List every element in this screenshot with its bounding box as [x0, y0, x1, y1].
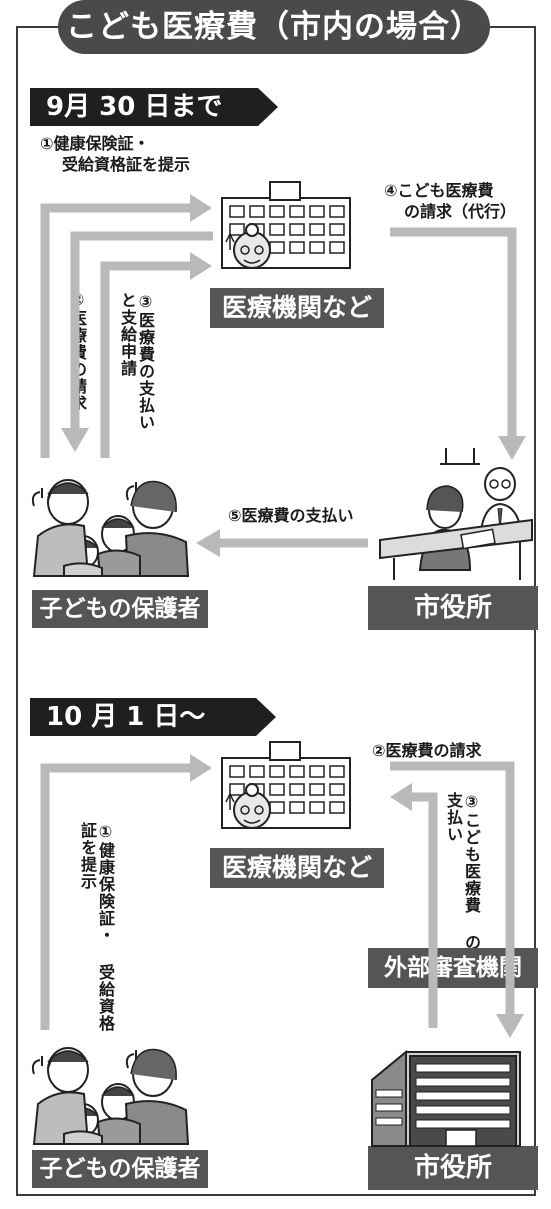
step3-after-line1: ③こども医療費: [462, 792, 481, 914]
step1-before-line1: ①健康保険証・: [40, 134, 150, 153]
date-banner-after: 10 月 1 日～: [30, 698, 276, 736]
hospital-illustration-after: [221, 741, 351, 829]
arrowhead-step5-before: [196, 529, 220, 557]
step2-after: ②医療費の請求: [372, 741, 482, 760]
family-illustration-after: [31, 1047, 189, 1145]
step4-before-line2: の請求（代行）: [404, 202, 517, 221]
arrowhead-step2-after: [496, 1014, 524, 1038]
arrowhead-step3-after: [390, 783, 412, 811]
city-building-illustration: [371, 1049, 521, 1147]
step1-after: ①健康保険証・ 受給資格証を提示: [78, 822, 115, 1032]
hospital-illustration-before: [221, 181, 351, 269]
step3-before-line1: ③医療費の支払い: [136, 292, 155, 431]
step3-before: ③医療費の支払い と支給申請: [118, 292, 155, 442]
arrow-step1-before: [40, 203, 190, 458]
guardian-label-after: 子どもの保護者: [32, 1150, 208, 1188]
city-counter-illustration: [379, 448, 533, 580]
step3-after-line2: の支払い: [444, 792, 481, 951]
step3-before-line2: と支給申請: [118, 292, 137, 377]
hospital-label-after: 医療機関など: [210, 848, 384, 888]
step1-before-line2: 受給資格証を提示: [62, 155, 191, 174]
arrow-step3-before: [100, 261, 190, 458]
diagram-title: こども医療費（市内の場合）: [58, 0, 490, 54]
guardian-label-before: 子どもの保護者: [32, 590, 208, 628]
step4-before: ④こども医療費 の請求（代行）: [384, 180, 516, 222]
family-illustration-before: [31, 479, 189, 577]
arrowhead-step1-after: [190, 754, 212, 782]
city-hall-label-after: 市役所: [368, 1146, 538, 1190]
arrow-step3-after: [412, 792, 438, 1028]
date-banner-before: 9月 30 日まで: [30, 88, 278, 126]
step3-after: ③こども医療費 の支払い: [444, 792, 481, 952]
arrowhead-step1-before: [190, 194, 212, 222]
arrow-step1-after: [40, 763, 190, 1030]
arrowhead-step4-before: [498, 436, 526, 460]
arrow-step2-before: [70, 231, 213, 428]
arrow-step2-after: [390, 761, 515, 1014]
step4-before-line1: ④こども医療費: [384, 181, 494, 200]
step5-before: ⑤医療費の支払い: [228, 506, 354, 525]
arrowhead-step2-before: [61, 428, 89, 452]
arrow-step4-before: [390, 227, 517, 436]
step1-after-line1: ①健康保険証・: [96, 822, 115, 944]
hospital-label-before: 医療機関など: [210, 288, 384, 328]
step1-before: ①健康保険証・ 受給資格証を提示: [40, 133, 190, 175]
arrowhead-step3-before: [190, 252, 212, 280]
step1-after-line2: 受給資格証を提示: [78, 822, 115, 1032]
city-hall-label-before: 市役所: [368, 586, 538, 630]
